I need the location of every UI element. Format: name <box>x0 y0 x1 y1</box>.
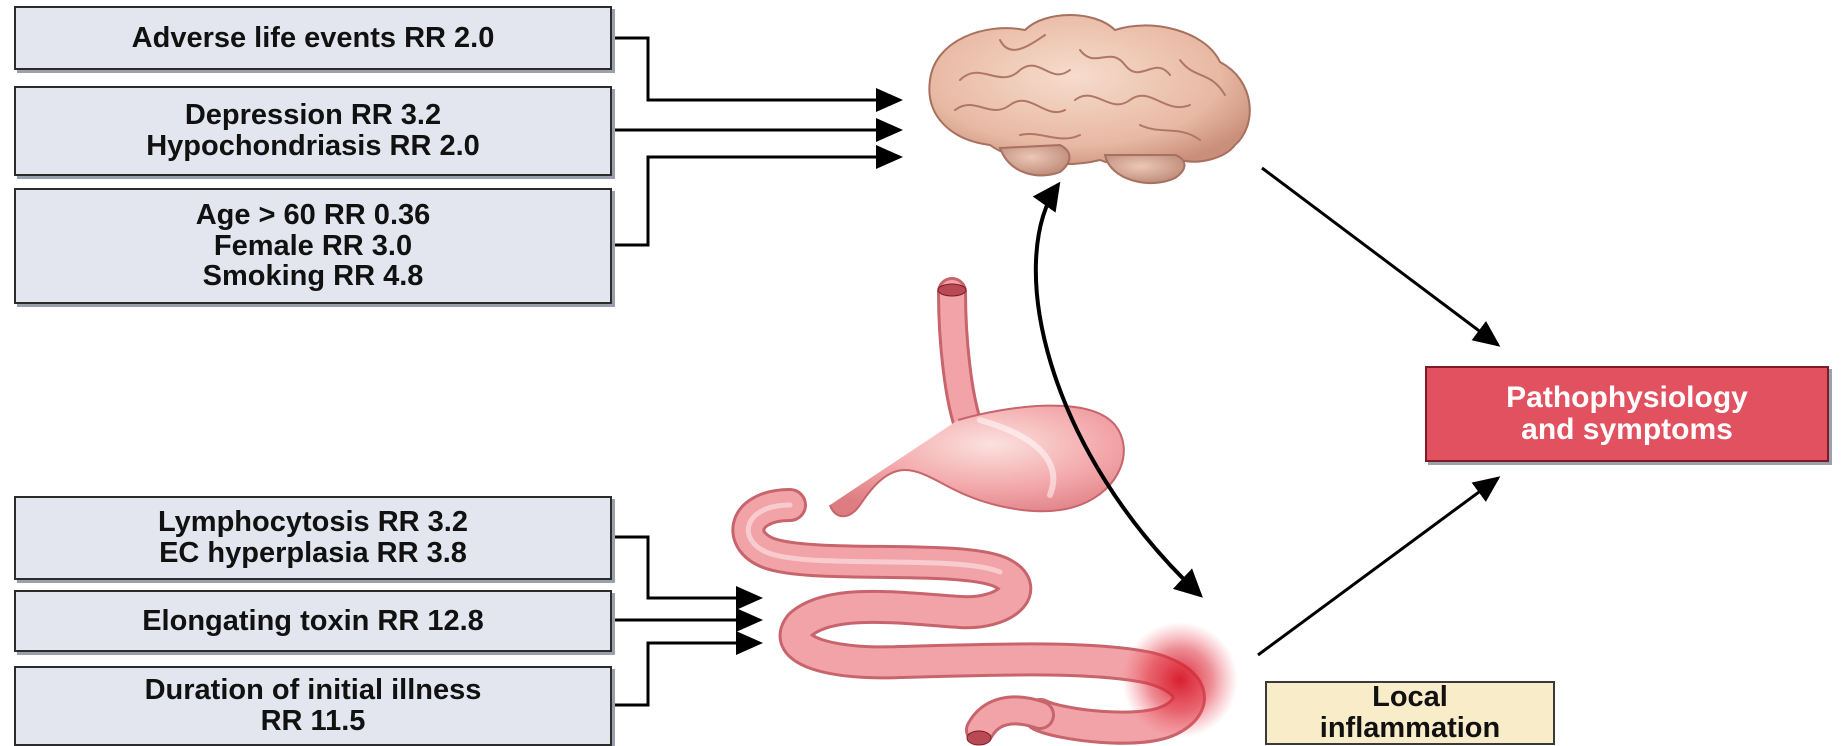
box-line: Smoking RR 4.8 <box>203 261 424 292</box>
box-line: Female RR 3.0 <box>214 231 412 262</box>
box-line: Age > 60 RR 0.36 <box>196 200 431 231</box>
brain-input-connectors <box>612 38 900 245</box>
illness-duration-box: Duration of initial illness RR 11.5 <box>14 666 612 746</box>
box-line: Hypochondriasis RR 2.0 <box>146 131 480 162</box>
gut-to-outcome-arrow <box>1258 478 1498 655</box>
box-line: Adverse life events RR 2.0 <box>132 23 495 54</box>
box-line: EC hyperplasia RR 3.8 <box>159 538 467 569</box>
box-line: Depression RR 3.2 <box>185 100 441 131</box>
local-inflammation-spot <box>1122 622 1238 738</box>
brain-gut-axis-arrow <box>1036 185 1200 595</box>
local-line: inflammation <box>1320 713 1500 744</box>
histological-factors-box: Lymphocytosis RR 3.2 EC hyperplasia RR 3… <box>14 496 612 580</box>
box-line: Lymphocytosis RR 3.2 <box>158 507 468 538</box>
psychological-factors-box: Depression RR 3.2 Hypochondriasis RR 2.0 <box>14 86 612 176</box>
local-line: Local <box>1372 682 1448 713</box>
outcome-line: Pathophysiology <box>1506 382 1748 414</box>
gut-input-connectors <box>612 537 760 705</box>
demographic-factors-box: Age > 60 RR 0.36 Female RR 3.0 Smoking R… <box>14 188 612 304</box>
box-line: RR 11.5 <box>261 706 366 737</box>
local-inflammation-box: Local inflammation <box>1265 681 1555 745</box>
adverse-life-events-box: Adverse life events RR 2.0 <box>14 6 612 70</box>
brain-illustration <box>929 15 1249 183</box>
brain-to-outcome-arrow <box>1262 168 1498 345</box>
pathophysiology-symptoms-box: Pathophysiology and symptoms <box>1425 366 1829 462</box>
box-line: Duration of initial illness <box>145 675 482 706</box>
box-line: Elongating toxin RR 12.8 <box>142 606 484 637</box>
gastrointestinal-tract-illustration <box>748 284 1238 745</box>
outcome-line: and symptoms <box>1521 414 1733 446</box>
elongating-toxin-box: Elongating toxin RR 12.8 <box>14 590 612 652</box>
